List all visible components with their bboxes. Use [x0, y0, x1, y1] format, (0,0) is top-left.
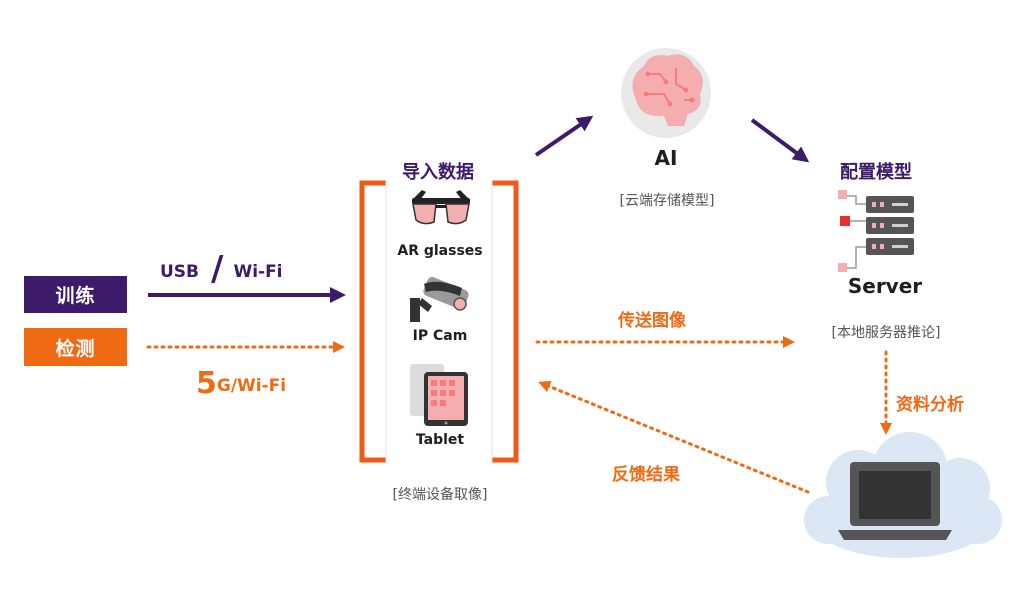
server-caption: [本地服务器推论] [831, 325, 941, 341]
device-bracket-left [359, 180, 386, 463]
tablet-icon [410, 364, 468, 426]
ai-caption: [云端存储模型] [619, 193, 715, 209]
device-bracket-right [492, 180, 519, 463]
ar-glasses-label: AR glasses [397, 243, 483, 259]
ar-glasses-icon [412, 190, 470, 225]
import-data-header: 导入数据 [402, 162, 474, 183]
server-icon [838, 190, 914, 272]
feedback-label: 反馈结果 [612, 465, 680, 485]
train-label: 训练 [24, 276, 127, 313]
5g-big-text: 5 [196, 366, 217, 401]
to-ai-arrow [534, 115, 594, 157]
detect-label: 检测 [24, 328, 127, 366]
ai-to-server-arrow [750, 118, 810, 163]
usb-text: USB [160, 262, 200, 282]
config-model-header: 配置模型 [840, 162, 912, 183]
tablet-label: Tablet [415, 432, 465, 448]
device-caption: [终端设备取像] [392, 487, 488, 503]
usb-wifi-label: USB / Wi-Fi [160, 248, 360, 288]
feedback-arrow [538, 380, 810, 494]
wifi-text: Wi-Fi [233, 262, 283, 282]
ai-brain-icon [621, 48, 711, 138]
server-title: Server [847, 274, 923, 298]
5g-wifi-label: 5 G/Wi-Fi [196, 364, 286, 400]
transmit-label: 传送图像 [618, 311, 686, 331]
usb-slash: / [211, 249, 224, 289]
laptop-icon [838, 462, 952, 540]
ip-cam-label: IP Cam [412, 328, 468, 344]
ai-title: AI [654, 146, 678, 170]
5g-rest-text: G/Wi-Fi [216, 376, 287, 396]
ip-cam-icon [410, 276, 469, 322]
analysis-label: 资料分析 [896, 395, 964, 415]
